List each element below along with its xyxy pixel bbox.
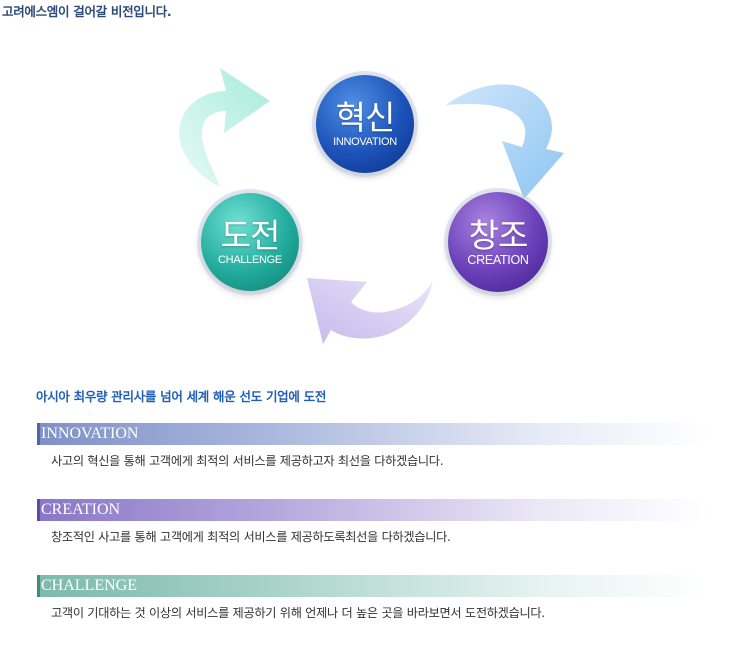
creation-en-label: CREATION <box>467 252 529 267</box>
vision-cycle-diagram: 혁신 INNOVATION 창조 CREATION 도전 CHALLENGE <box>150 55 580 355</box>
challenge-circle: 도전 CHALLENGE <box>201 193 299 291</box>
creation-section-title: CREATION <box>37 499 709 521</box>
innovation-circle: 혁신 INNOVATION <box>316 75 414 173</box>
creation-ko-label: 창조 <box>468 215 529 255</box>
innovation-ko-label: 혁신 <box>335 97 396 137</box>
challenge-section-description: 고객이 기대하는 것 이상의 서비스를 제공하기 위해 언제나 더 높은 곳을 … <box>51 606 545 620</box>
creation-section-description: 창조적인 사고를 통해 고객에게 최적의 서비스를 제공하도록최선을 다하겠습니… <box>51 530 451 544</box>
arrow-challenge-to-innovation-icon <box>179 68 270 187</box>
creation-circle: 창조 CREATION <box>448 192 548 292</box>
arrow-innovation-to-creation-icon <box>446 84 564 199</box>
vision-subtitle: 아시아 최우량 관리사를 넘어 세계 해운 선도 기업에 도전 <box>36 389 327 404</box>
challenge-section-title: CHALLENGE <box>37 575 709 597</box>
innovation-section-title: INNOVATION <box>37 423 709 445</box>
challenge-ko-label: 도전 <box>220 215 281 255</box>
vision-heading: 고려에스엠이 걸어갈 비전입니다. <box>2 4 172 19</box>
innovation-section-description: 사고의 혁신을 통해 고객에게 최적의 서비스를 제공하고자 최선을 다하겠습니… <box>51 454 444 468</box>
innovation-en-label: INNOVATION <box>333 135 397 148</box>
arrow-creation-to-challenge-icon <box>307 278 433 344</box>
challenge-en-label: CHALLENGE <box>218 253 282 266</box>
